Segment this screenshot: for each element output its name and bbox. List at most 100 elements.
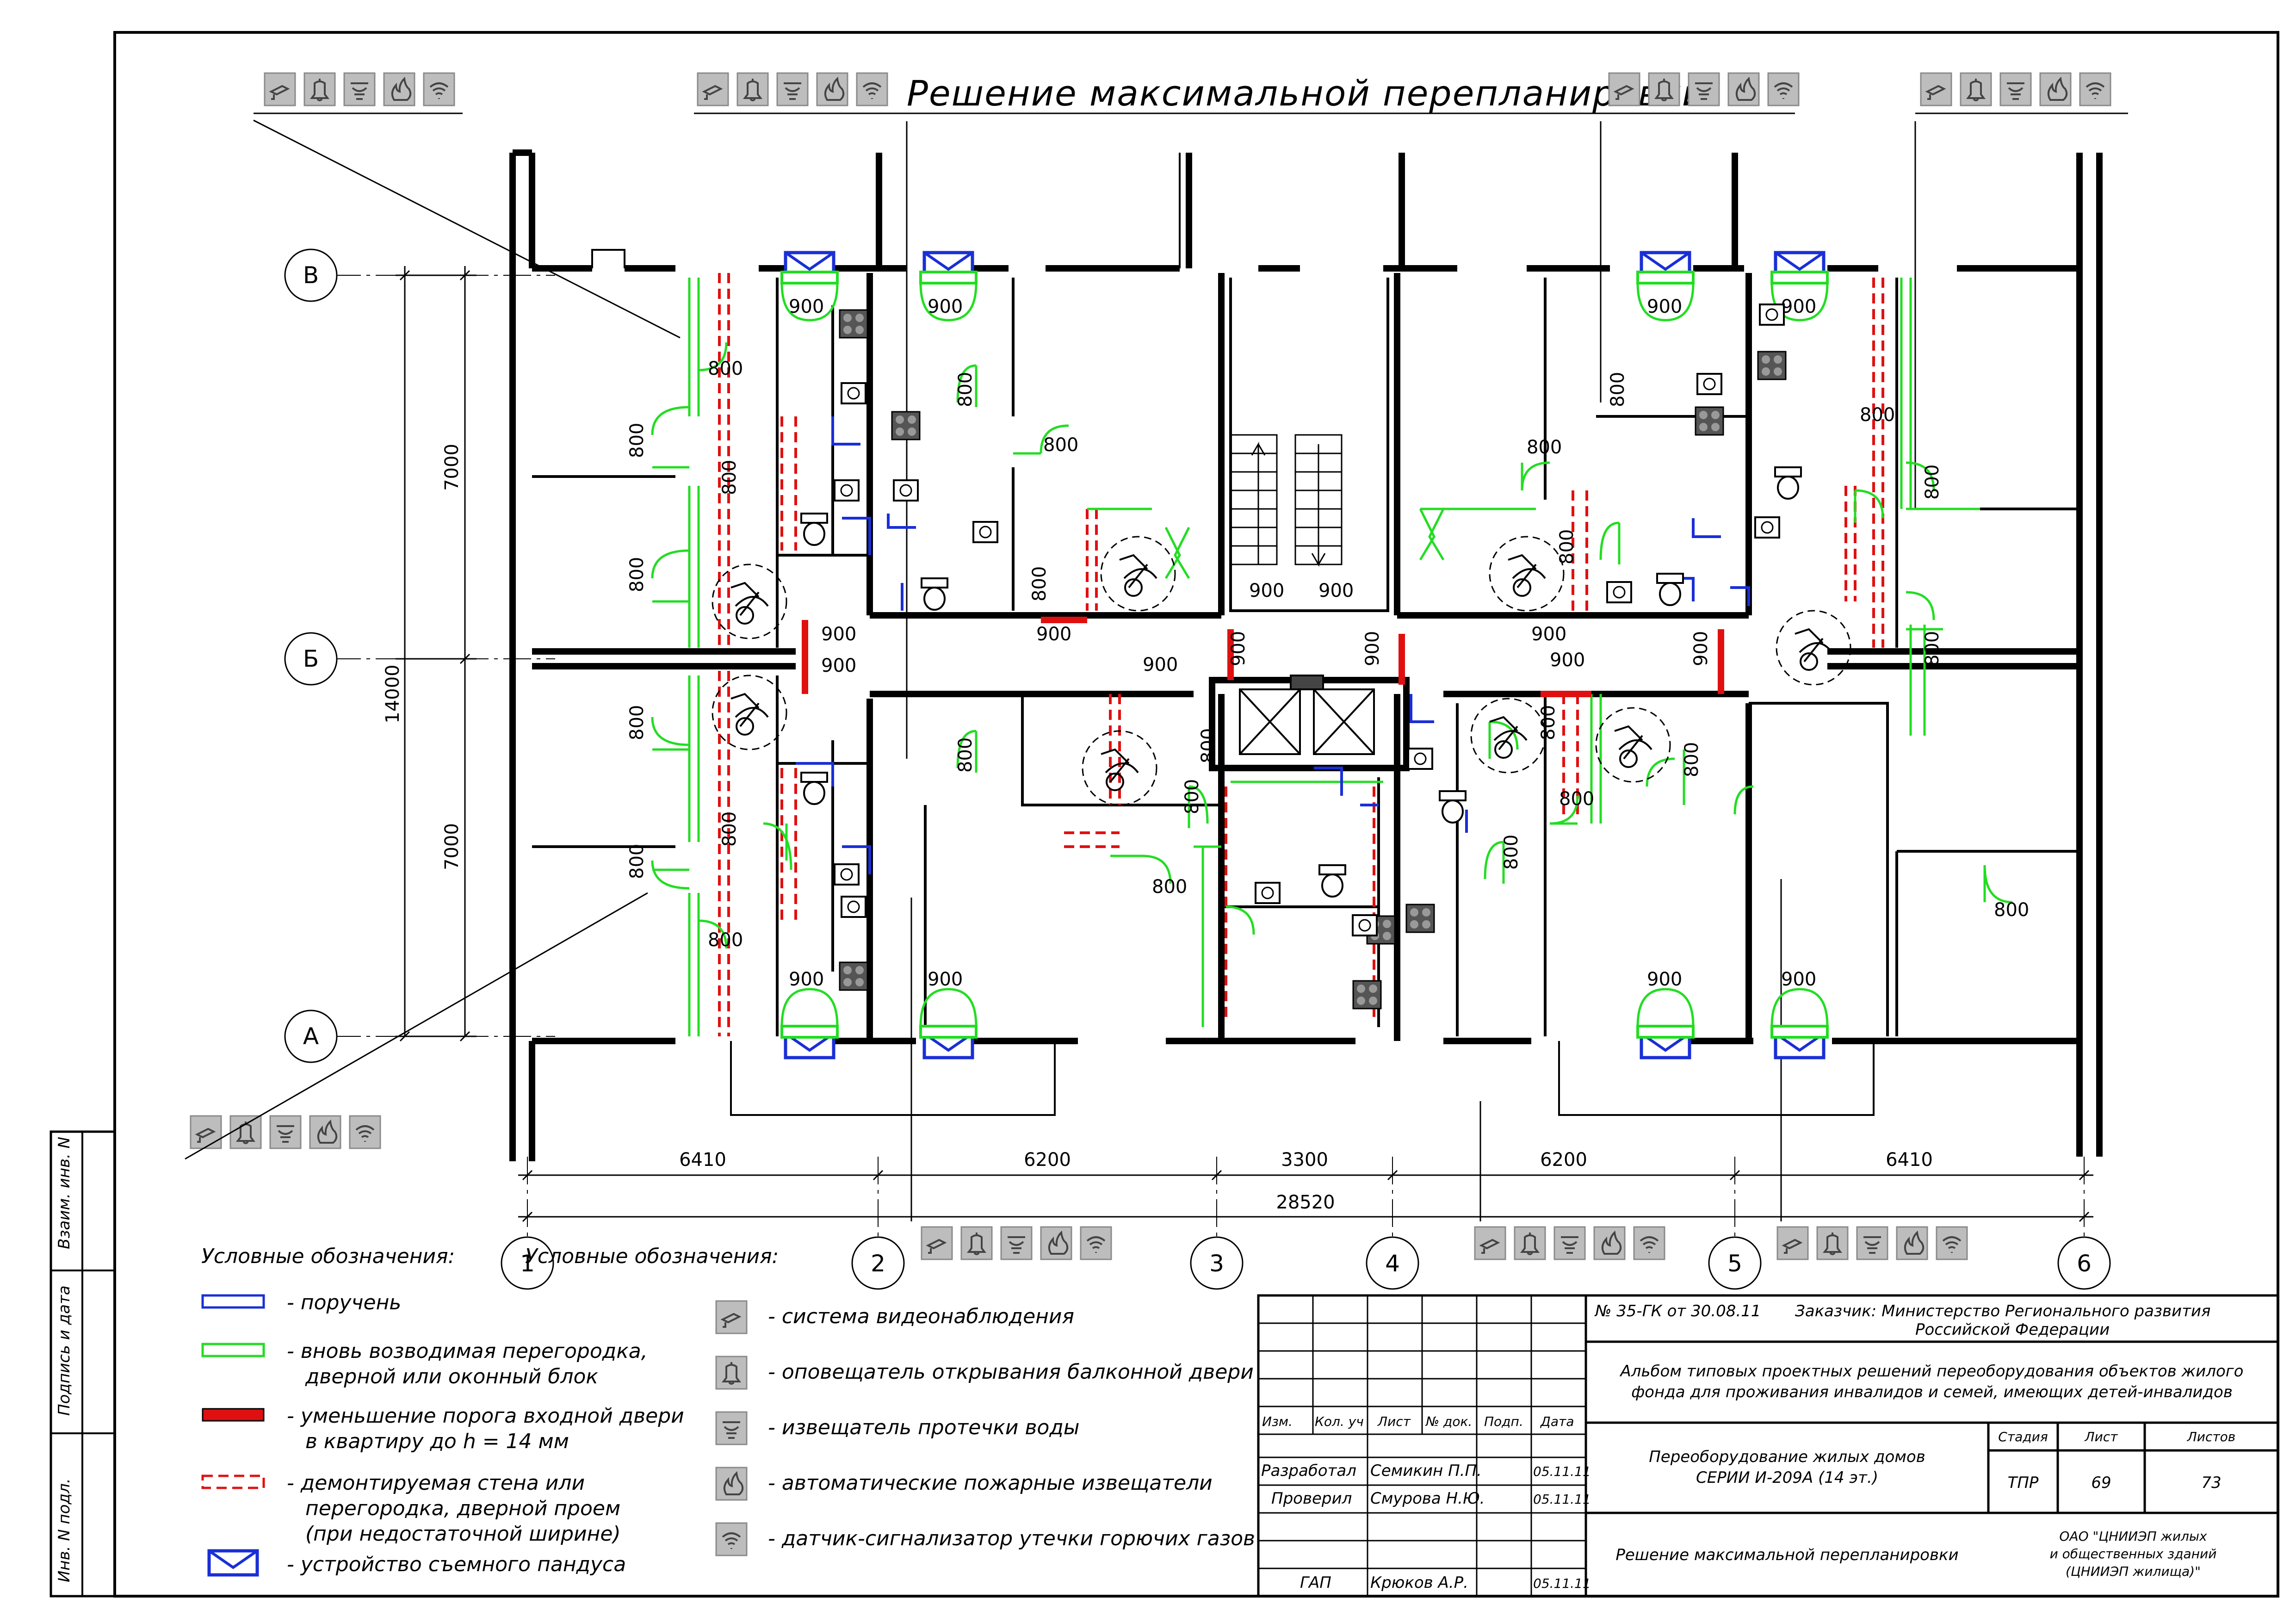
svg-text:900: 900 bbox=[1781, 296, 1816, 317]
svg-text:800: 800 bbox=[626, 705, 648, 740]
svg-text:Семикин П.П.: Семикин П.П. bbox=[1370, 1462, 1482, 1480]
svg-text:800: 800 bbox=[1922, 631, 1943, 666]
svg-text:900: 900 bbox=[789, 296, 824, 317]
axis-col-4: 4 bbox=[1366, 1236, 1419, 1290]
legend: Условные обозначения: Условные обозначен… bbox=[201, 1245, 1255, 1576]
page-title: Решение максимальной перепланировки bbox=[907, 73, 1706, 114]
svg-text:ГАП: ГАП bbox=[1300, 1573, 1331, 1592]
svg-text:Заказчик: Министерство Региона: Заказчик: Министерство Регионального раз… bbox=[1795, 1302, 2210, 1320]
dim-total: 14000 bbox=[382, 664, 403, 723]
axis-row-b: Б bbox=[284, 632, 338, 686]
svg-text:- извещатель протечки воды: - извещатель протечки воды bbox=[768, 1416, 1080, 1439]
floor-plan: 900 900 900 900 900 900 900 900 900 900 … bbox=[509, 149, 2103, 1161]
svg-text:900: 900 bbox=[1143, 654, 1178, 675]
gas-icon bbox=[715, 1522, 748, 1556]
svg-text:800: 800 bbox=[626, 557, 648, 592]
svg-text:800: 800 bbox=[1152, 876, 1187, 898]
dim-span-5: 6410 bbox=[1886, 1149, 1933, 1171]
svg-text:800: 800 bbox=[955, 737, 976, 773]
svg-text:Б: Б bbox=[303, 645, 319, 672]
svg-text:1: 1 bbox=[520, 1250, 535, 1277]
svg-text:Разработал: Разработал bbox=[1261, 1462, 1356, 1480]
svg-text:Решение максимальной переплани: Решение максимальной перепланировки bbox=[1615, 1546, 1958, 1564]
svg-text:900: 900 bbox=[1550, 650, 1585, 671]
svg-text:6: 6 bbox=[2077, 1250, 2092, 1277]
svg-text:- вновь возводимая перегородка: - вновь возводимая перегородка, bbox=[287, 1339, 648, 1363]
svg-text:800: 800 bbox=[1559, 788, 1594, 810]
svg-text:и общественных зданий: и общественных зданий bbox=[2050, 1546, 2217, 1561]
svg-text:900: 900 bbox=[1228, 631, 1249, 666]
svg-text:900: 900 bbox=[1531, 624, 1566, 645]
legend-symbol-threshold bbox=[202, 1408, 265, 1422]
svg-text:4: 4 bbox=[1385, 1250, 1400, 1277]
dim-span-2: 6200 bbox=[1024, 1149, 1071, 1171]
staircase bbox=[1230, 434, 1343, 567]
svg-text:- система видеонаблюдения: - система видеонаблюдения bbox=[768, 1305, 1074, 1328]
svg-text:800: 800 bbox=[1681, 742, 1702, 777]
legend-heading-right: Условные обозначения: bbox=[525, 1245, 779, 1268]
svg-text:Дата: Дата bbox=[1540, 1414, 1574, 1429]
sensor-icons-bottom2 bbox=[1475, 1227, 1665, 1259]
sensor-icons-left bbox=[191, 1116, 380, 1148]
svg-text:900: 900 bbox=[821, 624, 856, 645]
svg-text:Смурова Н.Ю.: Смурова Н.Ю. bbox=[1370, 1489, 1485, 1508]
fixtures bbox=[712, 304, 1851, 1010]
svg-text:900: 900 bbox=[1249, 580, 1284, 601]
elevators bbox=[1239, 675, 1375, 755]
axis-col-5: 5 bbox=[1708, 1236, 1762, 1290]
svg-text:Стадия: Стадия bbox=[1998, 1429, 2048, 1444]
svg-text:А: А bbox=[303, 1023, 319, 1050]
svg-text:800: 800 bbox=[955, 372, 976, 407]
sensor-icons-bottom1 bbox=[922, 1227, 1111, 1259]
dim-span-3: 3300 bbox=[1281, 1149, 1328, 1171]
svg-text:Проверил: Проверил bbox=[1271, 1489, 1352, 1508]
legend-symbol-handrail bbox=[201, 1294, 265, 1309]
svg-text:800: 800 bbox=[626, 423, 648, 458]
svg-text:900: 900 bbox=[928, 296, 963, 317]
side-label-2: Подпись и дата bbox=[55, 1285, 74, 1416]
svg-text:В: В bbox=[303, 262, 319, 289]
fire-icon bbox=[715, 1467, 748, 1501]
water-leak-icon bbox=[715, 1411, 748, 1445]
svg-text:800: 800 bbox=[708, 929, 743, 951]
svg-text:Лист: Лист bbox=[2085, 1429, 2118, 1444]
svg-text:Кол. уч: Кол. уч bbox=[1315, 1414, 1364, 1429]
svg-text:ТПР: ТПР bbox=[2008, 1474, 2039, 1492]
svg-text:05.11.11: 05.11.11 bbox=[1533, 1576, 1591, 1591]
title-block: Изм. Кол. уч Лист № док. Подп. Дата Разр… bbox=[1257, 1294, 2279, 1598]
svg-text:(ЦНИИЭП жилища)": (ЦНИИЭП жилища)" bbox=[2066, 1564, 2201, 1579]
svg-text:05.11.11: 05.11.11 bbox=[1533, 1464, 1591, 1479]
side-label-1: Взаим. инв. N bbox=[55, 1137, 74, 1249]
svg-text:- демонтируемая стена или: - демонтируемая стена или bbox=[287, 1471, 585, 1495]
svg-text:900: 900 bbox=[1781, 969, 1816, 990]
legend-symbol-demolished bbox=[201, 1474, 265, 1489]
svg-text:900: 900 bbox=[789, 969, 824, 990]
svg-text:05.11.11: 05.11.11 bbox=[1533, 1492, 1591, 1507]
axis-row-a: А bbox=[284, 1010, 338, 1063]
svg-text:- датчик-сигнализатор утечки г: - датчик-сигнализатор утечки горючих газ… bbox=[768, 1527, 1255, 1550]
svg-text:800: 800 bbox=[1501, 835, 1522, 870]
svg-text:Подп.: Подп. bbox=[1484, 1414, 1523, 1429]
svg-text:- автоматические пожарные изве: - автоматические пожарные извещатели bbox=[768, 1471, 1213, 1495]
svg-text:800: 800 bbox=[626, 844, 648, 879]
svg-text:СЕРИИ И-209А (14 эт.): СЕРИИ И-209А (14 эт.) bbox=[1696, 1468, 1878, 1487]
dim-lower: 7000 bbox=[441, 823, 463, 870]
dim-total-width: 28520 bbox=[1276, 1192, 1335, 1213]
svg-text:3: 3 bbox=[1209, 1250, 1224, 1277]
threshold-marks bbox=[802, 617, 1724, 697]
svg-text:№ док.: № док. bbox=[1425, 1414, 1472, 1429]
svg-text:800: 800 bbox=[1556, 529, 1578, 564]
svg-text:в квартиру до h = 14 мм: в квартиру до h = 14 мм bbox=[305, 1430, 569, 1453]
svg-text:2: 2 bbox=[871, 1250, 885, 1277]
axis-col-2: 2 bbox=[851, 1236, 905, 1290]
svg-text:900: 900 bbox=[1690, 631, 1712, 666]
dim-span-4: 6200 bbox=[1540, 1149, 1587, 1171]
svg-text:800: 800 bbox=[1043, 434, 1078, 456]
svg-text:Изм.: Изм. bbox=[1262, 1414, 1293, 1429]
svg-text:73: 73 bbox=[2201, 1474, 2221, 1492]
legend-symbol-new-partition bbox=[201, 1343, 265, 1357]
svg-text:Альбом типовых проектных решен: Альбом типовых проектных решений переобо… bbox=[1620, 1362, 2244, 1381]
svg-text:- оповещатель открывания балко: - оповещатель открывания балконной двери bbox=[768, 1360, 1254, 1384]
demolished-walls bbox=[718, 273, 1884, 1036]
